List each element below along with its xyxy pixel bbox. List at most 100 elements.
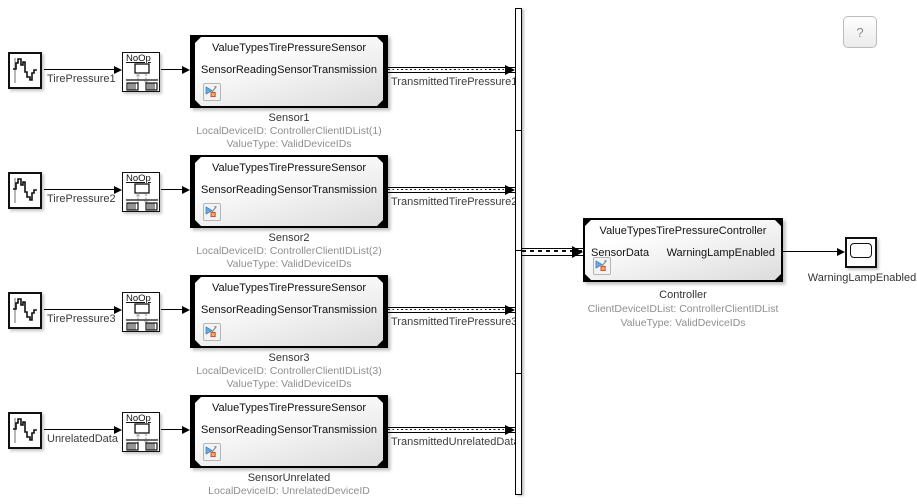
bus-segment-tick — [515, 373, 522, 374]
block-corner — [376, 36, 384, 44]
bus-wire-transmitted[interactable] — [388, 307, 515, 313]
block-name: Sensor3 — [268, 352, 310, 364]
block-annotation: LocalDeviceID: ControllerClientIDList(3) — [196, 365, 382, 377]
block-name: Sensor1 — [268, 112, 310, 124]
sensor-model-block[interactable]: ValueTypesTirePressureSensor SensorReadi… — [190, 155, 388, 228]
block-corner — [194, 276, 202, 284]
wire-source-to-noop[interactable] — [44, 189, 114, 190]
block-corner — [584, 219, 592, 227]
block-annotation: LocalDeviceID: ControllerClientIDList(1) — [196, 125, 382, 137]
bus-wire-transmitted[interactable] — [388, 427, 515, 433]
lamp-screen-icon — [850, 243, 872, 258]
help-button-label: ? — [856, 24, 864, 40]
arrowhead-icon — [505, 425, 515, 435]
wire-noop-to-sensor[interactable] — [161, 429, 183, 430]
wire-noop-to-sensor[interactable] — [161, 69, 183, 70]
block-corner — [194, 99, 202, 107]
arrowhead-icon — [505, 65, 515, 75]
noop-block[interactable]: NoOp — [122, 292, 160, 332]
noop-block[interactable]: NoOp — [122, 412, 160, 452]
waveform-icon — [13, 418, 37, 443]
model-title: ValueTypesTirePressureSensor — [211, 282, 367, 294]
model-reference-badge-icon[interactable] — [203, 443, 221, 461]
block-annotation: ValueType: ValidDeviceIDs — [620, 317, 746, 329]
block-corner — [584, 273, 592, 281]
signal-name-label: TirePressure3 — [47, 313, 116, 325]
arrowhead-icon — [114, 305, 122, 314]
signal-generator-block[interactable] — [8, 52, 42, 89]
input-port-label: SensorReading — [201, 424, 277, 436]
output-port-label: WarningLampEnabled — [666, 247, 775, 259]
sensor-model-block[interactable]: ValueTypesTirePressureSensor SensorReadi… — [190, 395, 388, 468]
block-corner — [194, 396, 202, 404]
sensor-chain-row: UnrelatedData NoOp ValueTypesTi — [0, 395, 917, 504]
model-reference-badge-icon[interactable] — [203, 323, 221, 341]
block-name: Sensor2 — [268, 232, 310, 244]
arrowhead-icon — [114, 185, 122, 194]
block-corner — [194, 156, 202, 164]
block-corner — [194, 339, 202, 347]
wire-source-to-noop[interactable] — [44, 69, 114, 70]
signal-generator-block[interactable] — [8, 292, 42, 329]
wire-controller-to-sink[interactable] — [783, 251, 837, 252]
block-annotation: ClientDeviceIDList: ControllerClientIDLi… — [587, 303, 779, 315]
model-reference-badge-icon[interactable] — [203, 203, 221, 221]
signal-generator-block[interactable] — [8, 412, 42, 449]
noop-block-label: NoOp — [126, 413, 151, 424]
block-corner — [194, 459, 202, 467]
input-port-label: SensorReading — [201, 184, 277, 196]
arrowhead-icon — [182, 185, 190, 194]
input-port-label: SensorData — [591, 247, 650, 259]
block-corner — [376, 99, 384, 107]
arrowhead-icon — [505, 305, 515, 315]
block-corner — [376, 396, 384, 404]
block-corner — [376, 276, 384, 284]
bus-wire-transmitted[interactable] — [388, 67, 515, 73]
signal-name-label: TransmittedTirePressure1 — [391, 76, 518, 88]
model-title: ValueTypesTirePressureSensor — [211, 162, 367, 174]
arrowhead-icon — [114, 65, 122, 74]
block-corner — [194, 36, 202, 44]
noop-block-label: NoOp — [126, 173, 151, 184]
block-corner — [376, 459, 384, 467]
block-annotation: ValueType: ValidDeviceIDs — [226, 138, 352, 150]
sensor-model-block[interactable]: ValueTypesTirePressureSensor SensorReadi… — [190, 35, 388, 108]
controller-model-block[interactable]: ValueTypesTirePressureController SensorD… — [583, 218, 783, 282]
block-name: SensorUnrelated — [247, 472, 331, 484]
output-port-label: SensorTransmission — [277, 304, 377, 316]
sensor-chain-row: TirePressure3 NoOp ValueTypesTi — [0, 275, 917, 395]
warning-lamp-sink-block[interactable] — [845, 237, 877, 268]
arrowhead-icon — [182, 425, 190, 434]
model-title: ValueTypesTirePressureSensor — [211, 402, 367, 414]
signal-name-label: TirePressure1 — [47, 73, 116, 85]
sensor-model-block[interactable]: ValueTypesTirePressureSensor SensorReadi… — [190, 275, 388, 348]
output-port-label: SensorTransmission — [277, 64, 377, 76]
arrowhead-icon — [572, 246, 583, 258]
arrowhead-icon — [182, 305, 190, 314]
wire-noop-to-sensor[interactable] — [161, 309, 183, 310]
signal-name-label: TirePressure2 — [47, 193, 116, 205]
arrowhead-icon — [114, 425, 122, 434]
block-corner — [194, 219, 202, 227]
block-corner — [774, 219, 782, 227]
wire-noop-to-sensor[interactable] — [161, 189, 183, 190]
signal-generator-block[interactable] — [8, 172, 42, 209]
help-button[interactable]: ? — [843, 16, 877, 48]
bus-creator-bar[interactable] — [515, 8, 522, 495]
model-reference-badge-icon[interactable] — [593, 257, 611, 275]
block-name: Controller — [659, 289, 707, 301]
noop-block-label: NoOp — [126, 53, 151, 64]
bus-wire-to-controller[interactable] — [522, 248, 583, 256]
noop-block[interactable]: NoOp — [122, 172, 160, 212]
block-corner — [376, 339, 384, 347]
wire-source-to-noop[interactable] — [44, 309, 114, 310]
noop-block[interactable]: NoOp — [122, 52, 160, 92]
bus-wire-transmitted[interactable] — [388, 187, 515, 193]
waveform-icon — [13, 298, 37, 323]
block-annotation: ValueType: ValidDeviceIDs — [226, 258, 352, 270]
wire-source-to-noop[interactable] — [44, 429, 114, 430]
noop-icon — [126, 63, 158, 91]
block-corner — [376, 156, 384, 164]
model-reference-badge-icon[interactable] — [203, 83, 221, 101]
